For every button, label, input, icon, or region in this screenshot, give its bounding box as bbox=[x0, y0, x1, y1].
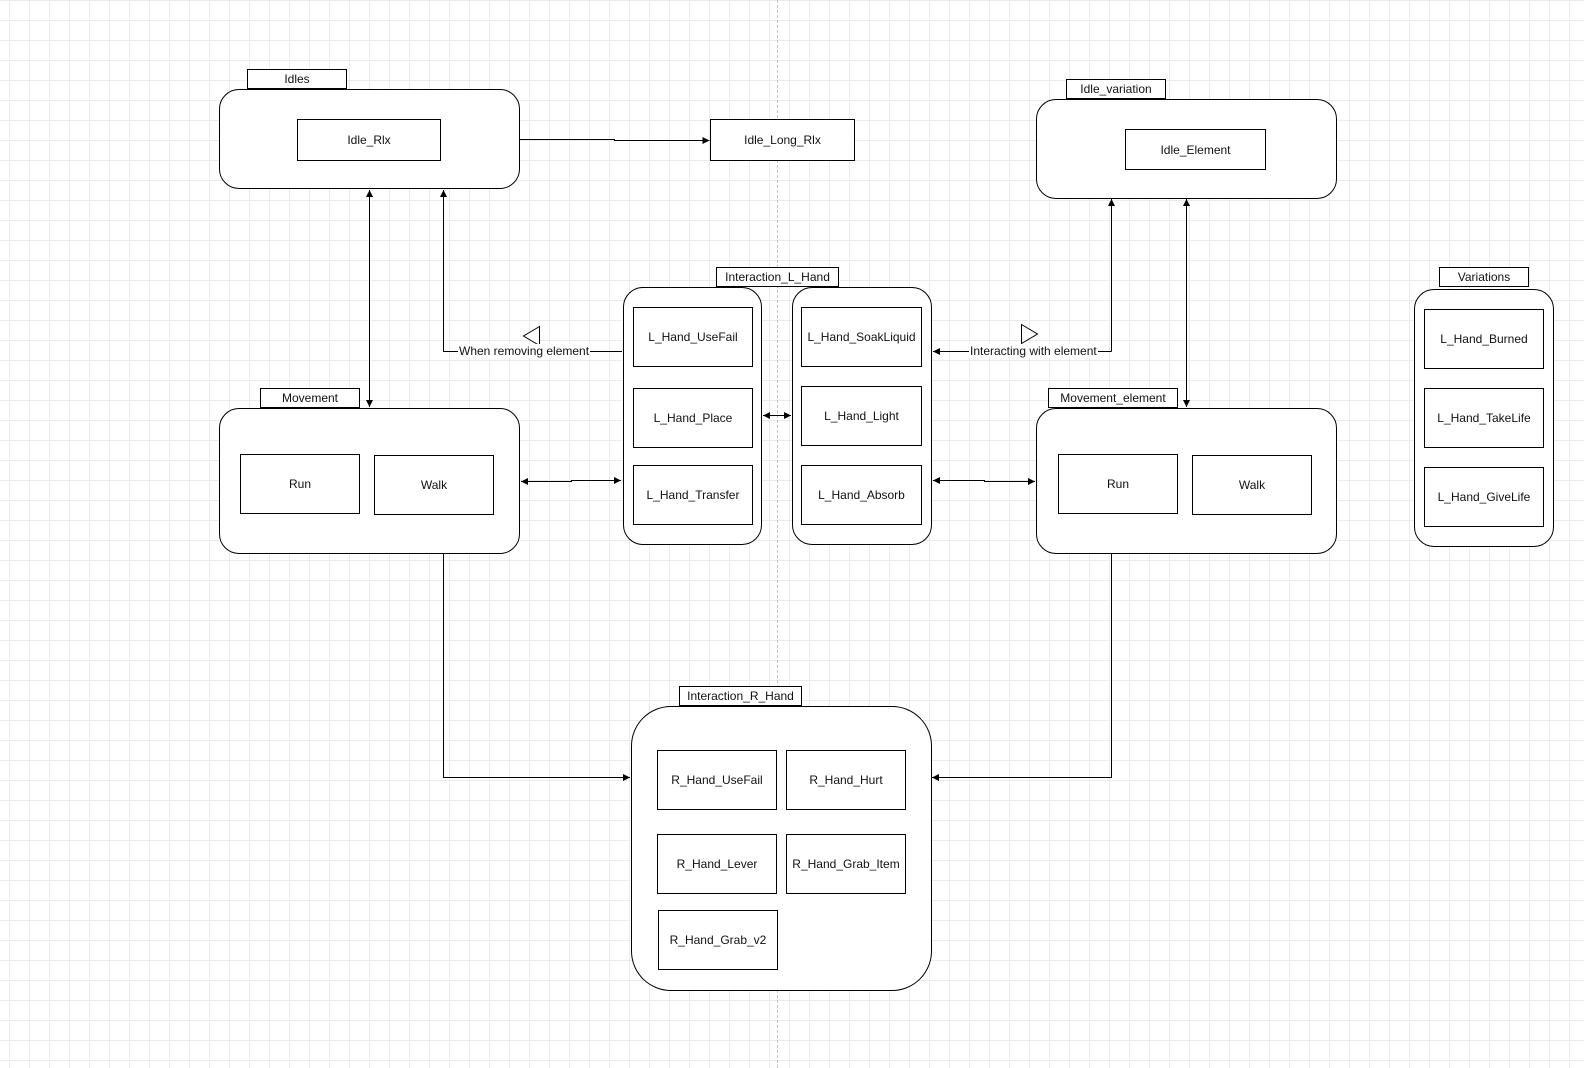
edge-idles-to-idle-long bbox=[519, 137, 710, 144]
edge-movement-element-to-r-hand bbox=[932, 553, 1112, 781]
state-r-hand-grab-item[interactable]: R_Hand_Grab_Item bbox=[786, 834, 906, 894]
state-l-hand-place[interactable]: L_Hand_Place bbox=[633, 388, 753, 448]
state-idle-long-rlx[interactable]: Idle_Long_Rlx bbox=[710, 119, 855, 161]
state-l-hand-absorb[interactable]: L_Hand_Absorb bbox=[801, 465, 922, 525]
state-r-hand-usefail[interactable]: R_Hand_UseFail bbox=[657, 750, 777, 810]
edge-label-when-removing-element: When removing element bbox=[458, 344, 591, 358]
edge-movement-to-r-hand bbox=[443, 553, 630, 781]
group-title-variations: Variations bbox=[1439, 267, 1529, 287]
state-r-hand-grab-v2[interactable]: R_Hand_Grab_v2 bbox=[658, 910, 778, 970]
state-idle-rlx[interactable]: Idle_Rlx bbox=[297, 119, 441, 161]
state-idle-element[interactable]: Idle_Element bbox=[1125, 129, 1266, 170]
state-l-hand-soakliquid[interactable]: L_Hand_SoakLiquid bbox=[801, 307, 922, 367]
group-title-movement: Movement bbox=[260, 388, 360, 408]
state-l-hand-transfer[interactable]: L_Hand_Transfer bbox=[633, 465, 753, 525]
state-movement-element-walk[interactable]: Walk bbox=[1192, 455, 1312, 515]
triangle-right-icon bbox=[1021, 323, 1039, 345]
state-l-hand-light[interactable]: L_Hand_Light bbox=[801, 386, 922, 446]
group-title-movement-element: Movement_element bbox=[1048, 388, 1178, 408]
state-r-hand-hurt[interactable]: R_Hand_Hurt bbox=[786, 750, 906, 810]
state-movement-element-run[interactable]: Run bbox=[1058, 454, 1178, 514]
edge-movement-l-hand bbox=[521, 477, 621, 485]
edge-l-hand-movement-element bbox=[933, 477, 1035, 485]
state-l-hand-burned[interactable]: L_Hand_Burned bbox=[1424, 309, 1544, 369]
edge-label-interacting-with-element: Interacting with element bbox=[969, 344, 1098, 358]
page-break-line bbox=[777, 0, 778, 1068]
group-title-interaction-l-hand: Interaction_L_Hand bbox=[716, 267, 839, 287]
group-title-idles: Idles bbox=[247, 69, 347, 89]
group-title-interaction-r-hand: Interaction_R_Hand bbox=[679, 686, 802, 706]
state-movement-run[interactable]: Run bbox=[240, 454, 360, 514]
state-l-hand-givelife[interactable]: L_Hand_GiveLife bbox=[1424, 467, 1544, 527]
state-l-hand-usefail[interactable]: L_Hand_UseFail bbox=[633, 307, 753, 367]
triangle-left-icon bbox=[522, 325, 540, 347]
state-l-hand-takelife[interactable]: L_Hand_TakeLife bbox=[1424, 388, 1544, 448]
state-movement-walk[interactable]: Walk bbox=[374, 455, 494, 515]
group-title-idle-variation: Idle_variation bbox=[1066, 79, 1166, 99]
state-r-hand-lever[interactable]: R_Hand_Lever bbox=[657, 834, 777, 894]
